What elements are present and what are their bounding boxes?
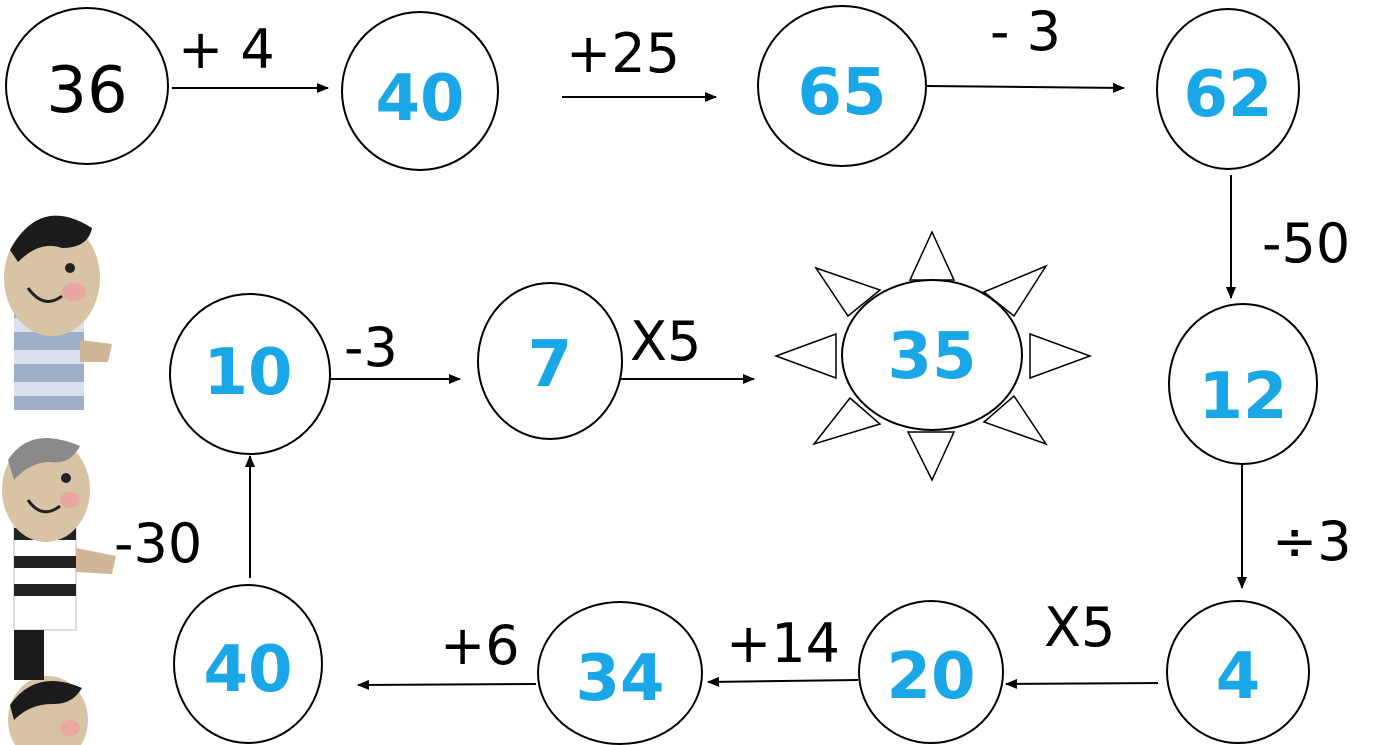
node-7-value: 7 xyxy=(528,328,573,402)
node-circle-40a xyxy=(341,11,499,171)
arrow-4-to-20 xyxy=(1005,678,1159,689)
arrows xyxy=(172,82,1247,690)
node-65-value: 65 xyxy=(797,56,886,130)
boy-1-figure xyxy=(4,215,112,410)
sun-ray-right xyxy=(1029,332,1093,380)
op-label-times-5-bottom: X5 xyxy=(1044,596,1115,659)
op-label-minus-30: -30 xyxy=(114,512,202,575)
arrow-20-to-34 xyxy=(707,676,859,687)
node-40b-value: 40 xyxy=(203,633,292,707)
node-circle-62 xyxy=(1156,8,1300,170)
node-12-value: 12 xyxy=(1198,360,1287,434)
node-circle-34 xyxy=(537,601,703,745)
node-40a-value: 40 xyxy=(375,62,464,136)
operation-labels: + 4 +25 - 3 -50 ÷3 X5 +14 +6 -30 -3 X5 xyxy=(114,0,1352,677)
node-circle-7 xyxy=(477,282,623,440)
node-circle-35 xyxy=(841,279,1023,431)
node-circle-40b xyxy=(173,584,323,744)
op-label-minus-50: -50 xyxy=(1262,212,1350,275)
sun-rays xyxy=(773,230,1093,482)
node-circle-4 xyxy=(1166,600,1310,744)
node-circle-36 xyxy=(5,7,169,165)
sun-ray-bottom-right xyxy=(982,394,1048,446)
node-62-value: 62 xyxy=(1183,58,1272,132)
circles xyxy=(5,5,1318,745)
node-36-value: 36 xyxy=(46,54,127,128)
sun-ray-bottom-left xyxy=(811,396,882,446)
sun-ray-top xyxy=(908,230,956,281)
op-label-plus-14: +14 xyxy=(726,612,840,675)
boy-2-figure xyxy=(2,438,116,631)
op-label-plus-25: +25 xyxy=(566,22,680,85)
girl-figure xyxy=(8,676,88,745)
node-10-value: 10 xyxy=(203,336,292,410)
cartoon-children-illustration xyxy=(2,215,116,745)
op-label-minus-3-top: - 3 xyxy=(990,0,1061,63)
node-circle-10 xyxy=(169,293,331,455)
node-circle-20 xyxy=(858,600,1004,744)
node-circle-65 xyxy=(757,5,927,167)
op-label-divide-3: ÷3 xyxy=(1272,510,1352,573)
node-35-value: 35 xyxy=(887,320,976,394)
node-circle-12 xyxy=(1168,303,1318,465)
op-label-minus-3-middle: -3 xyxy=(344,316,398,379)
arrow-65-to-62 xyxy=(925,82,1125,93)
sun-ray-left xyxy=(773,332,837,380)
node-34-value: 34 xyxy=(575,642,664,716)
node-4-value: 4 xyxy=(1216,640,1261,714)
arrow-34-to-40 xyxy=(357,679,537,690)
node-numbers: 36 40 65 62 12 4 20 34 40 10 7 35 xyxy=(46,54,1287,716)
op-label-times-5-middle: X5 xyxy=(630,310,701,373)
op-label-plus-6: +6 xyxy=(440,614,520,677)
sun-ray-bottom xyxy=(906,431,956,482)
sun-ray-top-left xyxy=(814,266,882,318)
node-20-value: 20 xyxy=(886,640,975,714)
op-label-plus-4: + 4 xyxy=(178,18,275,81)
